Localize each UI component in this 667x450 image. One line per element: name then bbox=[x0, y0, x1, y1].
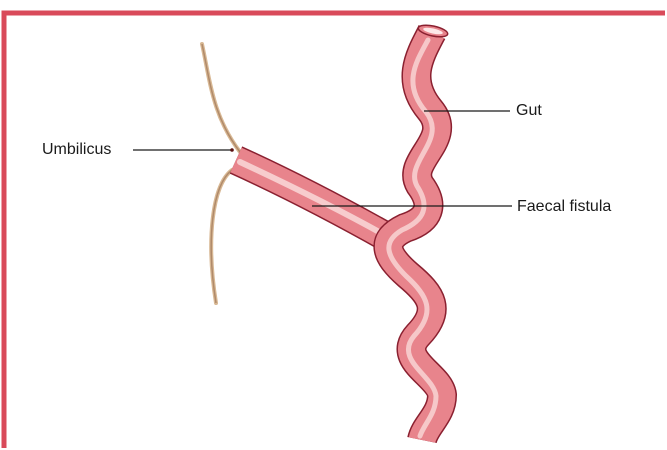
skin-edge-upper bbox=[202, 44, 240, 152]
label-faecal-fistula: Faecal fistula bbox=[517, 199, 611, 215]
label-gut: Gut bbox=[516, 103, 542, 119]
leader-umbilicus-dot bbox=[230, 148, 234, 152]
frame-border bbox=[4, 13, 665, 448]
skin-edge-lower bbox=[211, 170, 232, 303]
fistula-tract-highlight bbox=[240, 162, 390, 238]
skin-edge-upper-outline bbox=[202, 44, 240, 152]
label-umbilicus: Umbilicus bbox=[42, 142, 111, 158]
